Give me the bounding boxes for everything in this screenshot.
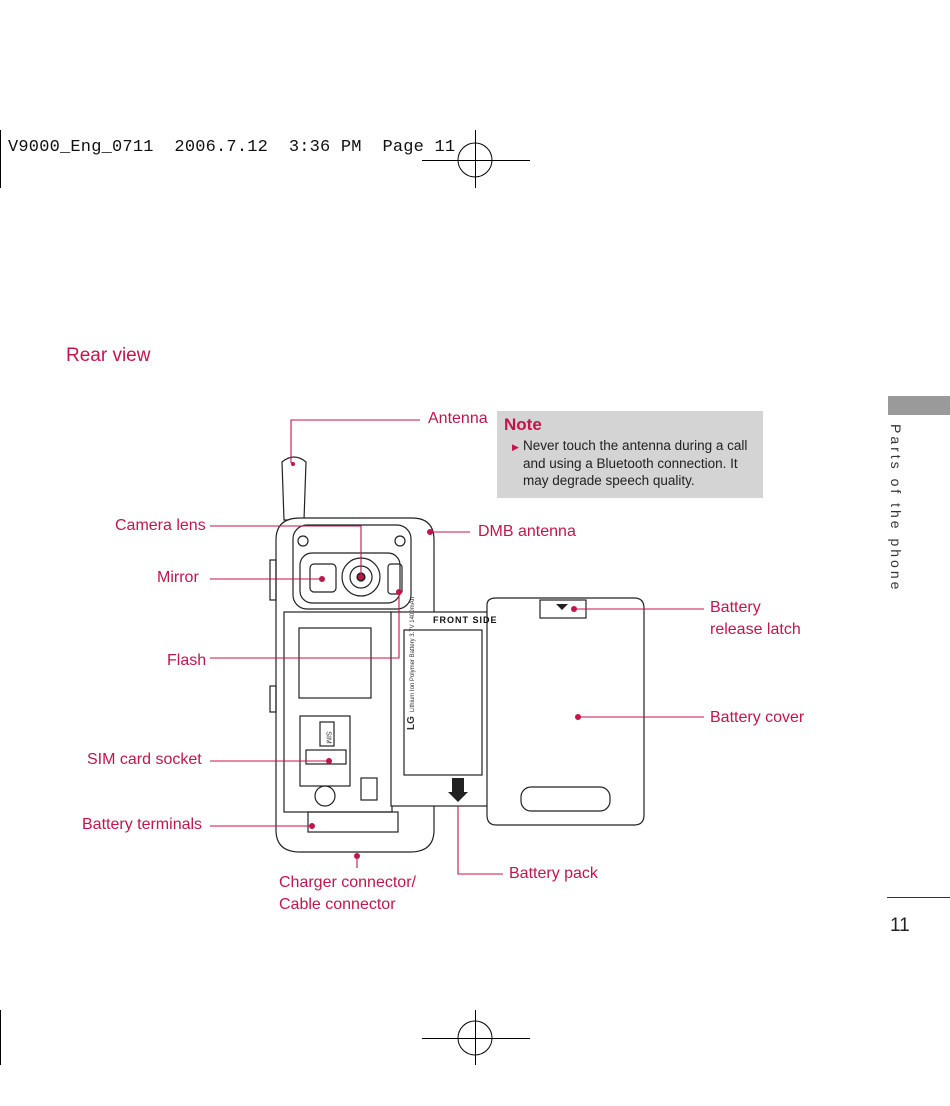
label-battery-cover: Battery cover: [710, 709, 805, 726]
label-antenna: Antenna: [428, 410, 488, 427]
label-battery-pack: Battery pack: [509, 865, 598, 882]
bullet-arrow-icon: ▶: [512, 442, 519, 452]
label-mirror: Mirror: [157, 569, 199, 586]
front-side-label: FRONT SIDE: [433, 615, 498, 625]
lg-logo: LG: [406, 716, 417, 730]
crop-mark: [475, 1010, 476, 1065]
page-number-rule: [887, 897, 950, 898]
battery-label: LG Lithium Ion Polymer Battery 3.7V 1400m…: [406, 590, 417, 730]
label-sim-card-socket: SIM card socket: [87, 751, 202, 768]
section-title: Rear view: [66, 345, 151, 366]
side-tab-marker: [888, 396, 950, 415]
sim-marking: SIM: [324, 731, 332, 744]
crop-mark: [0, 1010, 1, 1065]
note-text: Never touch the antenna during a call an…: [523, 438, 748, 488]
page-number: 11: [890, 915, 910, 936]
label-battery-terminals: Battery terminals: [82, 816, 203, 833]
label-camera-lens: Camera lens: [115, 517, 206, 534]
label-dmb-antenna: DMB antenna: [478, 523, 576, 540]
crop-mark: [422, 160, 530, 161]
note-box: Note ▶ Never touch the antenna during a …: [497, 411, 763, 498]
label-cable-connector: Cable connector: [279, 896, 396, 913]
label-battery-release-latch-2: release latch: [710, 621, 801, 638]
crop-mark: [422, 1038, 530, 1039]
crop-mark: [475, 130, 476, 188]
crop-mark: [0, 130, 1, 188]
label-battery-release-latch-1: Battery: [710, 599, 761, 616]
label-flash: Flash: [167, 652, 207, 669]
label-charger-connector: Charger connector/: [279, 874, 416, 891]
print-header: V9000_Eng_0711 2006.7.12 3:36 PM Page 11: [8, 138, 456, 157]
battery-spec: Lithium Ion Polymer Battery 3.7V 1400mAh: [410, 597, 416, 713]
note-title: Note: [504, 415, 542, 434]
